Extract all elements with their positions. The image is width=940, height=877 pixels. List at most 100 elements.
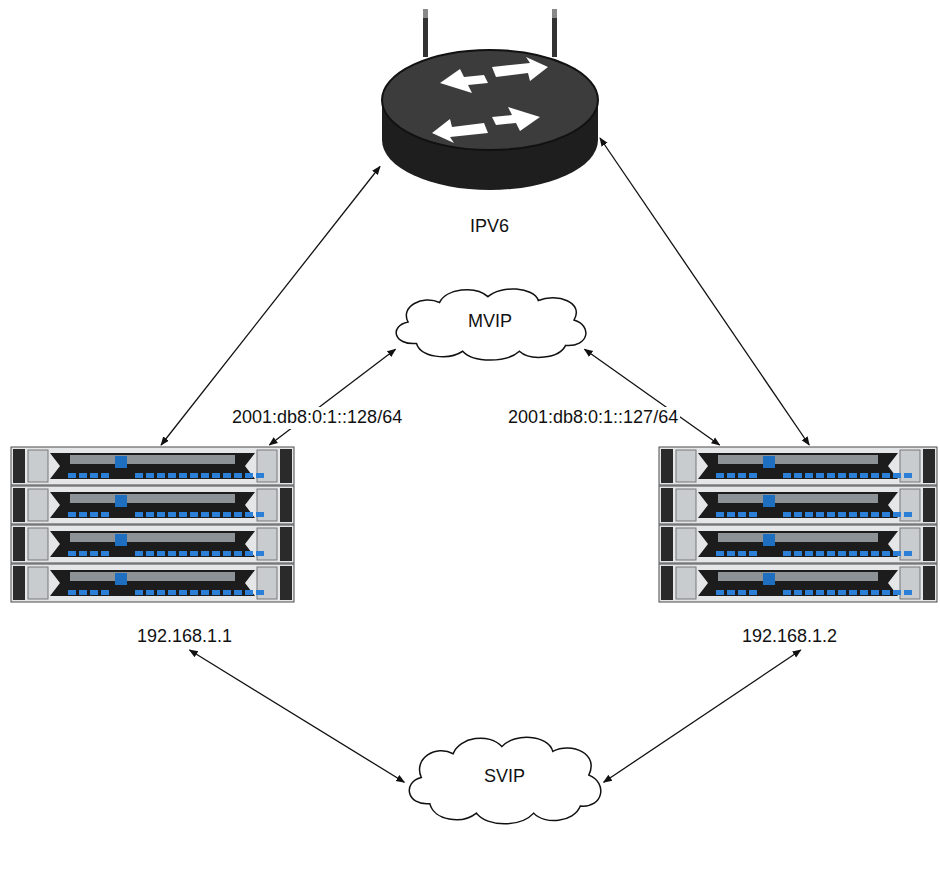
unit-ear: [280, 449, 292, 483]
drive-led: [201, 551, 209, 556]
drive-led: [223, 551, 231, 556]
connector-arrow: [161, 167, 380, 446]
drive-led: [256, 590, 264, 595]
drive-led: [805, 551, 813, 556]
drive-led: [838, 473, 846, 478]
unit-handle: [28, 528, 48, 560]
drive-led: [749, 590, 757, 595]
drive-led: [190, 473, 198, 478]
drive-led: [256, 512, 264, 517]
unit-handle: [28, 450, 48, 482]
router-arrow: [440, 69, 488, 93]
router-arrow: [432, 119, 488, 143]
server-unit: [659, 525, 937, 563]
connector-arrow: [604, 650, 801, 782]
drive-led: [805, 512, 813, 517]
unit-logo: [763, 573, 775, 585]
drive-led: [860, 590, 868, 595]
drive-led: [68, 473, 76, 478]
drive-led: [716, 551, 724, 556]
drive-led: [135, 512, 143, 517]
drive-led: [245, 590, 253, 595]
drive-led: [101, 512, 109, 517]
drive-led: [79, 590, 87, 595]
drive-led: [135, 551, 143, 556]
unit-ear: [661, 449, 673, 483]
antenna: [423, 9, 428, 57]
unit-handle: [257, 567, 277, 599]
drive-led: [871, 512, 879, 517]
unit-vent: [718, 455, 878, 464]
unit-logo: [763, 534, 775, 546]
server-stack: 192.168.1.1: [10, 445, 295, 650]
unit-vent: [70, 572, 235, 581]
drive-led: [849, 473, 857, 478]
server-stack: 192.168.1.2: [658, 445, 938, 650]
ipv6-address: 2001:db8:0:1::128/64: [230, 407, 404, 429]
ip-address: 192.168.1.2: [742, 626, 837, 648]
unit-logo: [115, 534, 127, 546]
drive-led: [882, 551, 890, 556]
drive-led: [816, 473, 824, 478]
cloud-label: SVIP: [484, 766, 525, 788]
antenna-tip: [552, 9, 557, 18]
unit-logo: [115, 456, 127, 468]
drive-led: [716, 512, 724, 517]
unit-handle: [676, 450, 696, 482]
drive-led: [256, 473, 264, 478]
unit-handle: [676, 489, 696, 521]
drive-led: [234, 551, 242, 556]
unit-handle: [257, 450, 277, 482]
unit-ear: [923, 488, 935, 522]
unit-bezel: [11, 486, 294, 524]
unit-vent: [718, 572, 878, 581]
connector-arrow: [600, 138, 809, 445]
ip-address: 192.168.1.1: [137, 626, 232, 648]
drive-led: [157, 590, 165, 595]
drive-led: [783, 473, 791, 478]
unit-ear: [13, 449, 25, 483]
unit-band: [50, 531, 255, 557]
drive-led: [68, 551, 76, 556]
server-unit: [659, 564, 937, 602]
drive-led: [893, 551, 901, 556]
drive-led: [168, 551, 176, 556]
unit-handle: [257, 489, 277, 521]
drive-led: [135, 473, 143, 478]
drive-led: [146, 473, 154, 478]
cloud-shape: MVIP: [385, 283, 595, 361]
drive-led: [716, 590, 724, 595]
drive-led: [727, 512, 735, 517]
drive-led: [168, 590, 176, 595]
drive-led: [816, 512, 824, 517]
drive-led: [179, 590, 187, 595]
drive-led: [849, 551, 857, 556]
drive-led: [738, 590, 746, 595]
unit-band: [698, 570, 898, 596]
connector-arrow: [190, 650, 405, 782]
drive-led: [904, 473, 912, 478]
drive-led: [157, 551, 165, 556]
unit-band: [50, 570, 255, 596]
unit-handle: [257, 528, 277, 560]
drive-led: [101, 473, 109, 478]
unit-bezel: [11, 564, 294, 602]
drive-led: [727, 551, 735, 556]
unit-ear: [661, 488, 673, 522]
drive-led: [827, 473, 835, 478]
router-top: [382, 50, 598, 150]
drive-led: [79, 512, 87, 517]
drive-led: [90, 473, 98, 478]
drive-led: [904, 590, 912, 595]
unit-ear: [13, 527, 25, 561]
drive-led: [90, 590, 98, 595]
drive-led: [146, 512, 154, 517]
unit-band: [50, 453, 255, 479]
drive-led: [245, 551, 253, 556]
drive-led: [68, 590, 76, 595]
drive-led: [794, 473, 802, 478]
drive-led: [223, 512, 231, 517]
unit-logo: [115, 573, 127, 585]
drive-led: [90, 551, 98, 556]
